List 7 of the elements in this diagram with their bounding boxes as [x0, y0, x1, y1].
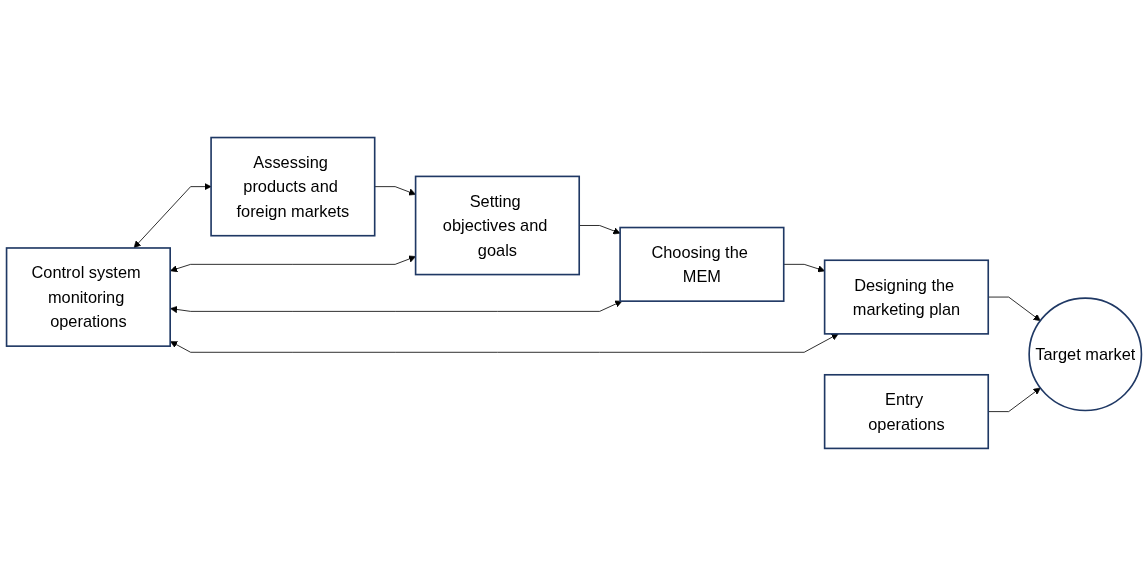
node-box: Entry operations: [823, 374, 990, 450]
node-box: Choosing the MEM: [619, 226, 785, 302]
node-box: Designing the marketing plan: [823, 259, 990, 335]
node-box: Assessing products and foreign markets: [210, 136, 376, 237]
node-box: Control system monitoring operations: [5, 247, 171, 347]
node-box: Setting objectives and goals: [414, 175, 581, 276]
node-circle: Target market: [1028, 297, 1143, 412]
